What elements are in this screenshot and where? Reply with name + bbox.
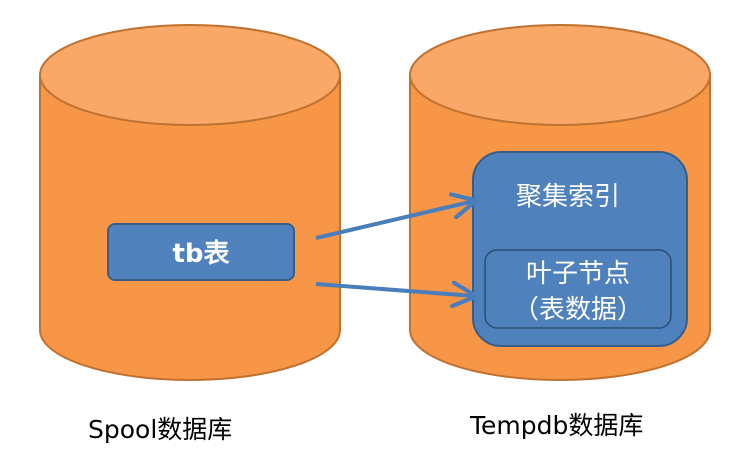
arrow-to-leaf-node: [315, 280, 479, 309]
leaf-node-label-line1: 叶子节点: [526, 259, 630, 289]
table-box: tb表: [107, 223, 295, 281]
spool-database-cylinder: [39, 24, 341, 381]
leaf-node-box: 叶子节点 （表数据）: [484, 249, 672, 329]
table-box-label: tb表: [172, 239, 230, 269]
tempdb-database-label: Tempdb数据库: [470, 411, 644, 440]
clustered-index-label: 聚集索引: [516, 182, 620, 212]
spool-database-label: Spool数据库: [88, 415, 233, 444]
arrow-to-clustered-index: [315, 192, 479, 240]
leaf-node-label-line2: （表数据）: [513, 295, 643, 325]
